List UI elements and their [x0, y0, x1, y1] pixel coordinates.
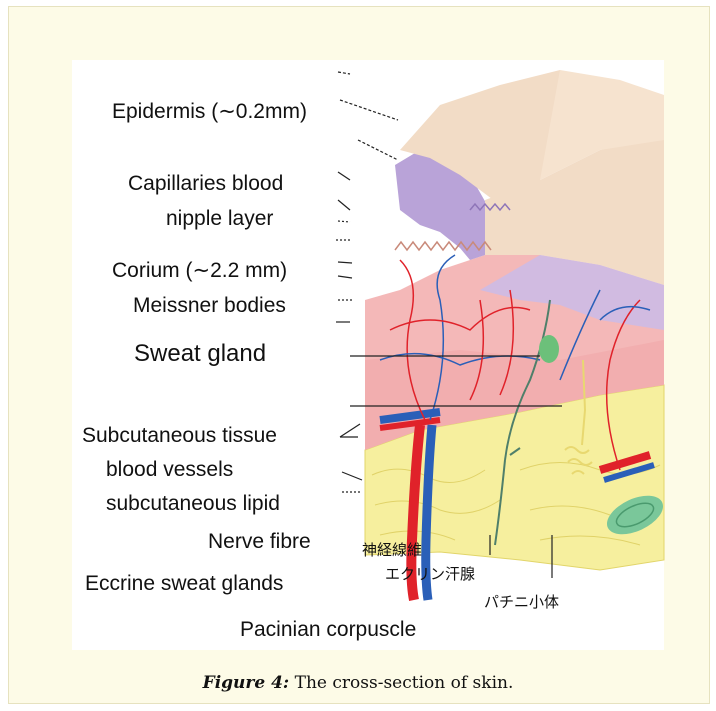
meissner-body — [539, 335, 559, 363]
label-nerve-fibre: Nerve fibre — [208, 530, 311, 554]
label-corium: Corium (∼2.2 mm) — [112, 259, 287, 283]
label-sweat-gland: Sweat gland — [134, 340, 266, 368]
label-blood-vessels: blood vessels — [106, 458, 233, 482]
label-nipple-layer: nipple layer — [166, 207, 273, 231]
figure-caption: Figure 4: The cross-section of skin. — [0, 673, 716, 693]
label-pacinian-jp: パチニ小体 — [484, 590, 559, 614]
label-meissner-bodies: Meissner bodies — [133, 294, 286, 318]
label-nerve-fibre-jp: 神経線維 — [362, 538, 422, 562]
label-subcutaneous-tissue: Subcutaneous tissue — [82, 424, 277, 448]
label-eccrine-jp: エクリン汗腺 — [385, 562, 475, 586]
label-capillaries: Capillaries blood — [128, 172, 283, 196]
label-epidermis: Epidermis (∼0.2mm) — [112, 100, 307, 124]
caption-text: The cross-section of skin. — [289, 673, 513, 693]
caption-number: Figure 4: — [203, 673, 290, 693]
label-eccrine-sweat-glands: Eccrine sweat glands — [85, 572, 283, 596]
label-subcutaneous-lipid: subcutaneous lipid — [106, 492, 280, 516]
label-pacinian-corpuscle: Pacinian corpuscle — [240, 618, 416, 642]
